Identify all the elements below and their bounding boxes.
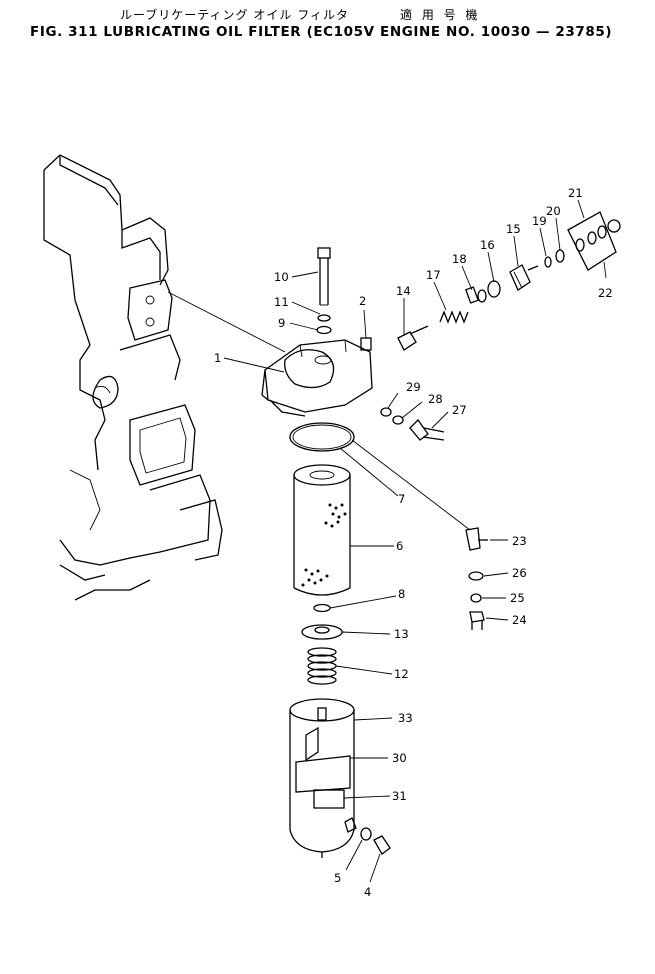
callout-27: 27	[452, 403, 467, 417]
part-18b	[477, 289, 487, 303]
callout-33: 33	[398, 711, 413, 725]
drain-plug-4	[373, 835, 391, 855]
callout-29: 29	[406, 380, 421, 394]
part-18	[465, 286, 479, 304]
callout-18: 18	[452, 252, 467, 266]
callout-28: 28	[428, 392, 443, 406]
washer-26	[468, 571, 484, 581]
callout-16: 16	[480, 238, 495, 252]
callout-4: 4	[364, 885, 371, 899]
callout-20: 20	[546, 204, 561, 218]
callout-21: 21	[568, 186, 583, 200]
callout-23: 23	[512, 534, 527, 548]
callout-12: 12	[394, 667, 409, 681]
callout-1: 1	[214, 351, 221, 365]
engine-block	[43, 154, 223, 601]
callout-10: 10	[274, 270, 289, 284]
callout-30: 30	[392, 751, 407, 765]
washer-20	[555, 249, 565, 263]
callout-19: 19	[532, 214, 547, 228]
spring-17	[439, 310, 469, 324]
callout-11: 11	[274, 295, 289, 309]
bolt-10	[317, 247, 331, 306]
washer-25	[470, 593, 482, 603]
callout-14: 14	[396, 284, 411, 298]
gasket-7	[289, 422, 355, 452]
callout-6: 6	[396, 539, 403, 553]
washer-11	[317, 314, 331, 322]
callout-13: 13	[394, 627, 409, 641]
bolt-24	[469, 611, 485, 630]
washer-29	[380, 407, 392, 417]
washer-5	[360, 827, 372, 841]
filter-head	[261, 339, 373, 417]
plug-15	[509, 264, 539, 291]
applicable-engine-label: 適 用 号 機	[400, 8, 481, 22]
callout-24: 24	[512, 613, 527, 627]
washer-19	[544, 256, 552, 268]
bolt-27	[409, 418, 445, 441]
fitting-23	[465, 527, 488, 551]
callout-5: 5	[334, 871, 341, 885]
leader-head-to-23	[351, 439, 471, 531]
spring-seat-13	[301, 624, 343, 640]
callout-9: 9	[278, 316, 285, 330]
oring-8	[313, 603, 331, 613]
kit-21-22-box	[567, 211, 617, 271]
oring-16	[487, 280, 501, 298]
callout-31: 31	[392, 789, 407, 803]
callout-25: 25	[510, 591, 525, 605]
mount-leader-line	[167, 291, 286, 353]
callout-22: 22	[598, 286, 613, 300]
plate-31	[313, 789, 345, 809]
oring-9	[316, 325, 332, 335]
spring-12	[307, 647, 337, 685]
band-30	[295, 755, 351, 793]
washer-28	[392, 415, 404, 425]
japanese-title: ルーブリケーティング オイル フィルタ	[120, 8, 349, 22]
figure-title: FIG. 311 LUBRICATING OIL FILTER (EC105V …	[30, 24, 613, 40]
callout-8: 8	[398, 587, 405, 601]
callout-26: 26	[512, 566, 527, 580]
filter-element-6	[293, 464, 351, 596]
callout-17: 17	[426, 268, 441, 282]
callout-7: 7	[398, 492, 405, 506]
callout-2: 2	[359, 294, 366, 308]
valve-14	[397, 331, 417, 351]
callout-15: 15	[506, 222, 521, 236]
filter-case-33	[289, 698, 357, 858]
callout-leaders	[223, 199, 607, 883]
